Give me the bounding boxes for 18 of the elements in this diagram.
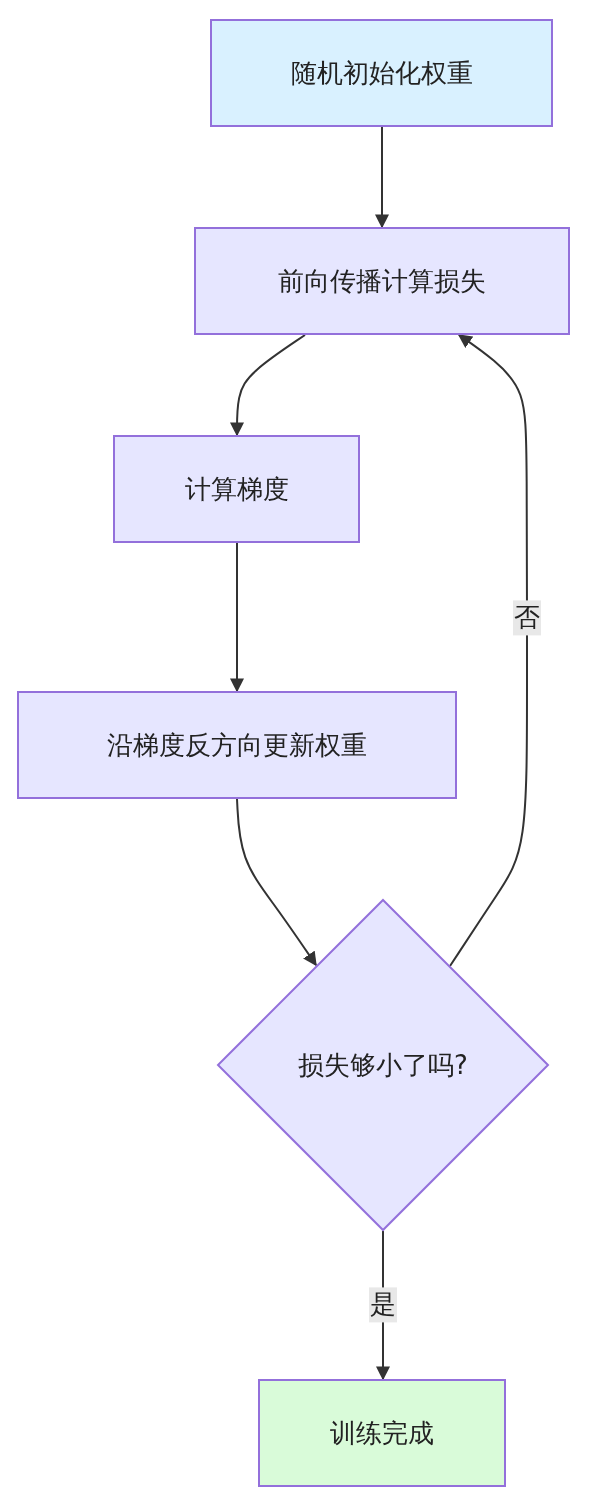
node-label: 沿梯度反方向更新权重 (107, 728, 367, 762)
node-label: 随机初始化权重 (290, 56, 473, 90)
node-label: 计算梯度 (184, 472, 289, 506)
node-label: 损失够小了吗? (298, 1048, 468, 1082)
arrow (236, 798, 317, 967)
process-box (113, 435, 360, 543)
process-box (17, 691, 457, 799)
node-label: 训练完成 (330, 1416, 434, 1450)
process-box (194, 227, 570, 335)
process-box (210, 19, 553, 127)
arrow (230, 334, 306, 437)
process-box (258, 1379, 506, 1487)
node-label: 前向传播计算损失 (278, 264, 486, 298)
edge-label: 是 (369, 1287, 397, 1323)
arrow (230, 542, 244, 693)
edge-label: 否 (513, 600, 541, 636)
arrow (375, 126, 389, 229)
arrow (449, 334, 528, 967)
